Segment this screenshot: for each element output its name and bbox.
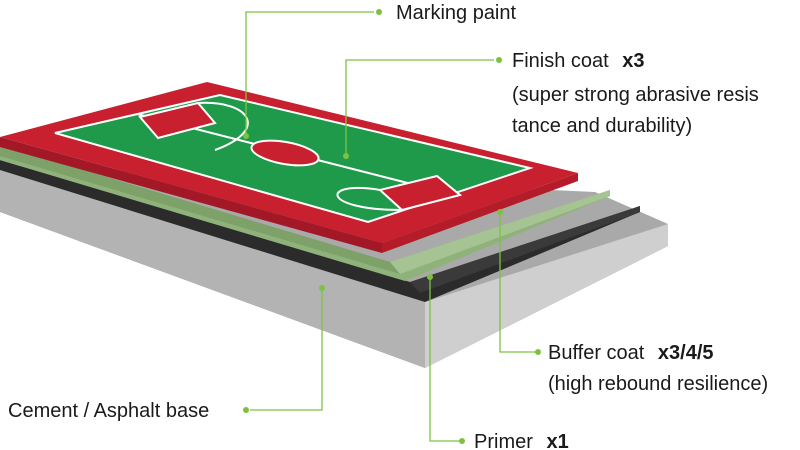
label-finish-coat: Finish coat x3: [512, 50, 645, 72]
label-cement-base: Cement / Asphalt base: [8, 400, 209, 422]
court-surface: [0, 82, 578, 253]
label-primer: Primer x1: [474, 431, 569, 450]
label-buffer-coat-note: (high rebound resilience): [548, 373, 768, 395]
primer-layer: [0, 160, 640, 302]
court-lines: [54, 93, 534, 224]
label-finish-coat-note-2: tance and durability): [512, 115, 692, 137]
label-finish-coat-note-1: (super strong abrasive resis: [512, 84, 759, 106]
label-buffer-coat: Buffer coat x3/4/5: [548, 342, 714, 364]
leader-lines: [245, 11, 538, 442]
label-marking-paint: Marking paint: [396, 2, 517, 24]
leader-dots: [243, 9, 541, 444]
